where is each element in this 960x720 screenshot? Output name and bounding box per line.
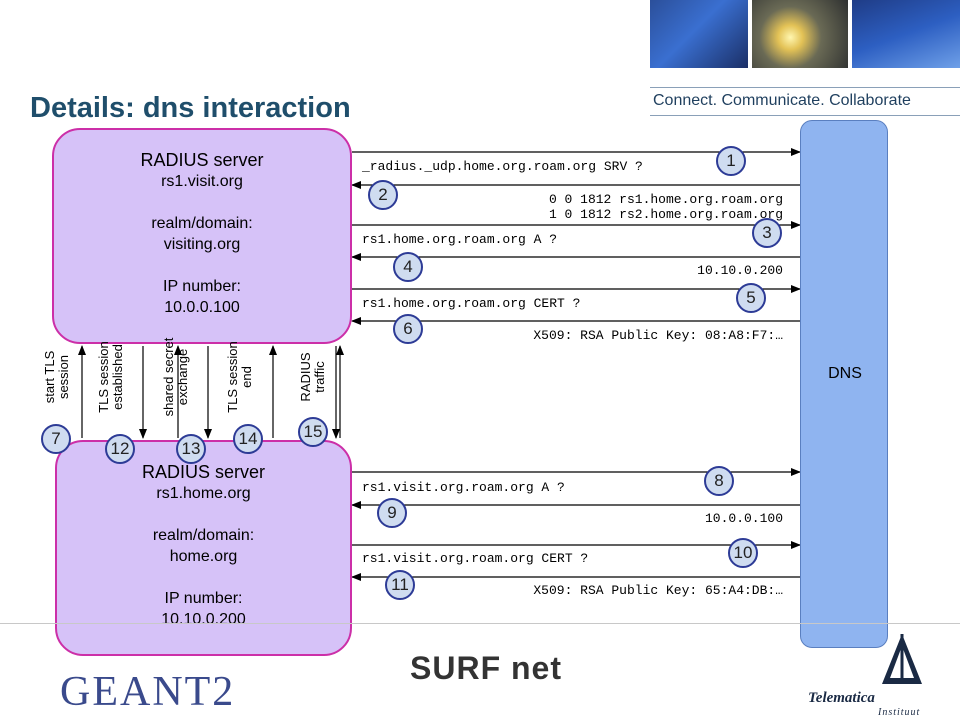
page-title: Details: dns interaction (30, 92, 351, 124)
telematica-triangle-icon (882, 634, 922, 684)
instituut-logo-text: Instituut (878, 707, 921, 718)
label-line: start TLS (42, 350, 57, 404)
label-line: session (56, 354, 71, 400)
label-start-tls: start TLS session (42, 327, 71, 427)
radius-server-home: RADIUS server rs1.home.org realm/domain:… (55, 440, 352, 656)
label-line: traffic (312, 361, 327, 393)
msg-srv-query: _radius._udp.home.org.roam.org SRV ? (362, 159, 643, 174)
server-realm: home.org (169, 548, 238, 565)
msg-a-query-visit: rs1.visit.org.roam.org A ? (362, 480, 565, 495)
msg-cert-answer-home: X509: RSA Public Key: 08:A8:F7:… (533, 328, 783, 343)
step-marker-4: 4 (393, 252, 423, 282)
server-host: rs1.visit.org (161, 173, 243, 190)
radius-server-visit: RADIUS server rs1.visit.org realm/domain… (52, 128, 352, 344)
step-marker-2: 2 (368, 180, 398, 210)
label-line: established (110, 344, 125, 410)
step-marker-8: 8 (704, 466, 734, 496)
step-marker-6: 6 (393, 314, 423, 344)
step-marker-5: 5 (736, 283, 766, 313)
label-line: RADIUS (298, 352, 313, 402)
label-tls-end: TLS session end (225, 327, 254, 427)
tagline-rule-top (650, 87, 960, 88)
footer-divider (0, 623, 960, 624)
server-title: RADIUS server (140, 150, 264, 170)
msg-srv-answer-1: 0 0 1812 rs1.home.org.roam.org (548, 192, 783, 207)
msg-a-answer-home: 10.10.0.200 (697, 263, 783, 278)
msg-cert-query-home: rs1.home.org.roam.org CERT ? (362, 296, 581, 311)
server-ip-label: IP number: (163, 278, 241, 295)
label-radius-traffic: RADIUS traffic (298, 327, 327, 427)
msg-cert-answer-visit: X509: RSA Public Key: 65:A4:DB:… (533, 583, 783, 598)
surfnet-logo: SURF net (410, 650, 562, 686)
server-ip: 10.10.0.200 (161, 611, 246, 628)
step-marker-11: 11 (385, 570, 415, 600)
step-marker-14: 14 (233, 424, 263, 454)
tagline: Connect. Communicate. Collaborate (653, 92, 911, 109)
server-realm: visiting.org (163, 236, 241, 253)
step-marker-7: 7 (41, 424, 71, 454)
step-marker-9: 9 (377, 498, 407, 528)
label-line: TLS session (96, 341, 111, 413)
msg-a-answer-visit: 10.0.0.100 (704, 511, 783, 526)
server-title: RADIUS server (141, 462, 266, 482)
dns-label: DNS (828, 365, 862, 382)
label-tls-established: TLS session established (96, 327, 125, 427)
label-line: end (239, 366, 254, 388)
header-photo-light (752, 0, 848, 68)
header-photo-network (852, 0, 960, 68)
label-shared-secret: shared secret exchange (161, 327, 190, 427)
step-marker-12: 12 (105, 434, 135, 464)
geant2-logo: GEANT2 (60, 669, 236, 715)
step-marker-3: 3 (752, 218, 782, 248)
label-line: exchange (175, 348, 190, 406)
server-ip-label: IP number: (164, 590, 243, 607)
label-line: TLS session (225, 341, 240, 413)
msg-cert-query-visit: rs1.visit.org.roam.org CERT ? (362, 551, 589, 566)
msg-a-query-home: rs1.home.org.roam.org A ? (362, 232, 558, 247)
server-realm-label: realm/domain: (152, 527, 255, 544)
server-realm-label: realm/domain: (151, 215, 253, 232)
dns-server: DNS (800, 120, 888, 648)
server-ip: 10.0.0.100 (164, 299, 240, 316)
tagline-rule-bottom (650, 115, 960, 116)
step-marker-10: 10 (728, 538, 758, 568)
msg-srv-answer-2: 1 0 1812 rs2.home.org.roam.org (548, 207, 783, 222)
header-photo-flags (650, 0, 748, 68)
label-line: shared secret (161, 337, 176, 417)
telematica-logo: Telematica (808, 690, 875, 706)
server-host: rs1.home.org (156, 485, 251, 502)
step-marker-13: 13 (176, 434, 206, 464)
step-marker-15: 15 (298, 417, 328, 447)
step-marker-1: 1 (716, 146, 746, 176)
